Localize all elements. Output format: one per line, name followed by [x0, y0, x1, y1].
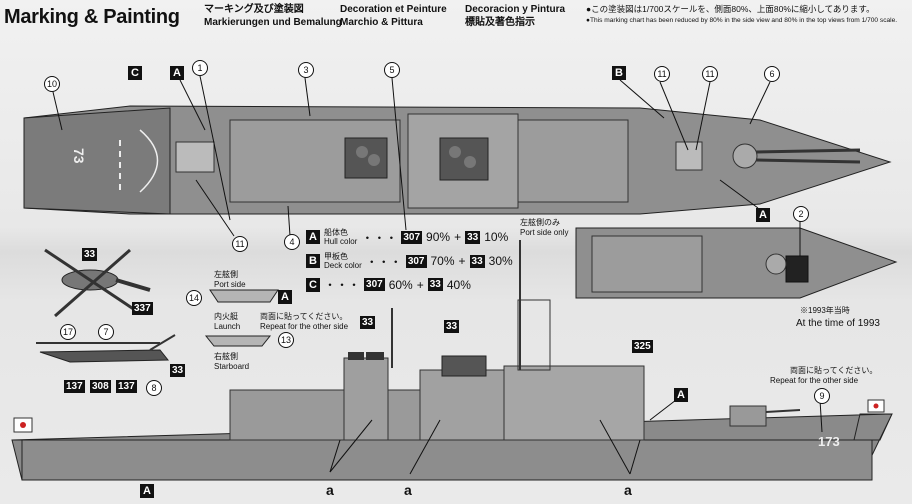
callout-7: 7 — [98, 324, 114, 340]
legend-a-letter: A — [306, 230, 320, 244]
inset-caption-en: At the time of 1993 — [796, 318, 880, 329]
side-repeat-jp: 両面に貼ってください。 — [790, 366, 878, 375]
color-legend-b: B 甲板色 Deck color ・・・ 307 70% + 33 30% — [306, 252, 513, 270]
heli-top-code-33: 33 — [82, 248, 98, 261]
legend-a-pct2: 10% — [484, 230, 509, 244]
legend-b-code2: 33 — [469, 254, 485, 268]
legend-b-jp: 甲板色 — [324, 252, 348, 261]
label-b-topview: B — [612, 66, 626, 80]
legend-a-pct1: 90% — [426, 230, 451, 244]
legend-c-dots: ・・・ — [324, 278, 361, 292]
legend-b-pct2: 30% — [488, 254, 513, 268]
heli-code-308: 308 — [90, 380, 111, 393]
boat-repeat-en: Repeat for the other side — [260, 322, 349, 331]
side-marker-a-3: a — [624, 482, 632, 498]
title-it: Marchio & Pittura — [340, 17, 423, 28]
legend-c-plus: + — [416, 277, 424, 292]
legend-b-desc: 甲板色 Deck color — [324, 252, 362, 270]
color-legend-a: A 船体色 Hull color ・・・ 307 90% + 33 10% — [306, 228, 508, 246]
svg-text:173: 173 — [818, 434, 840, 449]
callout-11-right-a: 11 — [654, 66, 670, 82]
callout-14: 14 — [186, 290, 202, 306]
legend-a-code2: 33 — [465, 230, 481, 244]
label-c-topview: C — [128, 66, 142, 80]
legend-c-pct1: 60% — [388, 277, 413, 292]
inset-caption-jp: ※1993年当時 — [800, 306, 850, 315]
side-code-33-a: 33 — [360, 316, 376, 329]
boat-launch-en: Launch — [214, 322, 241, 331]
page-title: Marking & Painting — [4, 6, 180, 28]
color-legend-c: C ・・・ 307 60% + 33 40% — [306, 276, 471, 293]
legend-a-jp: 船体色 — [324, 228, 348, 237]
callout-6: 6 — [764, 66, 780, 82]
boat-label-a: A — [278, 290, 292, 304]
inset-title-en: Port side only — [520, 228, 569, 237]
side-label-a-bottom: A — [140, 484, 154, 498]
legend-c-code1: 307 — [364, 278, 385, 291]
callout-8: 8 — [146, 380, 162, 396]
callout-2: 2 — [793, 206, 809, 222]
legend-a-code1: 307 — [401, 230, 423, 244]
legend-c-letter: C — [306, 277, 320, 292]
label-a-topview-bow: A — [756, 208, 770, 222]
svg-text:73: 73 — [71, 148, 87, 164]
inset-title-jp: 左舷側のみ — [520, 218, 560, 227]
boat-launch-jp: 内火艇 — [214, 312, 238, 321]
callout-17: 17 — [60, 324, 76, 340]
side-marker-a-1: a — [326, 482, 334, 498]
legend-a-plus: + — [454, 230, 462, 244]
legend-b-letter: B — [306, 254, 320, 268]
heli-code-137b: 137 — [116, 380, 137, 393]
callout-9: 9 — [814, 388, 830, 404]
boat-port-jp: 左舷側 — [214, 270, 238, 279]
side-code-325: 325 — [632, 340, 653, 353]
legend-a-dots: ・・・ — [361, 230, 398, 245]
callout-5: 5 — [384, 62, 400, 78]
heli-code-137a: 137 — [64, 380, 85, 393]
boat-repeat-jp: 両面に貼ってください。 — [260, 312, 348, 321]
legend-b-dots: ・・・ — [365, 254, 402, 269]
boat-star-en: Starboard — [214, 362, 250, 371]
legend-c-pct2: 40% — [446, 277, 471, 292]
side-label-a-upper: A — [674, 388, 688, 402]
title-de: Markierungen und Bemalung — [204, 17, 342, 28]
legend-a-en: Hull color — [324, 237, 358, 246]
boat-star-jp: 右舷側 — [214, 352, 238, 361]
callout-1: 1 — [192, 60, 208, 76]
callout-10: 10 — [44, 76, 60, 92]
side-code-33-b: 33 — [444, 320, 460, 333]
callout-11-left: 11 — [232, 236, 248, 252]
side-marker-a-2: a — [404, 482, 412, 498]
heli-top-code-337: 337 — [132, 302, 153, 315]
callout-3: 3 — [298, 62, 314, 78]
legend-c-code2: 33 — [427, 278, 443, 291]
side-repeat-en: Repeat for the other side — [770, 376, 859, 385]
legend-a-desc: 船体色 Hull color — [324, 228, 357, 246]
legend-b-pct1: 70% — [430, 254, 455, 268]
callout-4: 4 — [284, 234, 300, 250]
scale-note-en: ●This marking chart has been reduced by … — [586, 17, 898, 24]
scale-note-jp: ●この塗装図は1/700スケールを、側面80%、上面80%に縮小してあります。 — [586, 4, 875, 14]
label-a-topview: A — [170, 66, 184, 80]
callout-11-right-b: 11 — [702, 66, 718, 82]
title-jp: マーキング及び塗装図 — [204, 4, 304, 15]
legend-b-en: Deck color — [324, 261, 362, 270]
legend-b-code1: 307 — [405, 254, 427, 268]
title-fr: Decoration et Peinture — [340, 4, 447, 15]
callout-13: 13 — [278, 332, 294, 348]
title-cn: 標貼及著色指示 — [465, 17, 535, 28]
heli-side-code-33: 33 — [170, 364, 186, 377]
title-es: Decoracion y Pintura — [465, 4, 566, 15]
legend-b-plus: + — [458, 254, 466, 268]
boat-port-en: Port side — [214, 280, 246, 289]
